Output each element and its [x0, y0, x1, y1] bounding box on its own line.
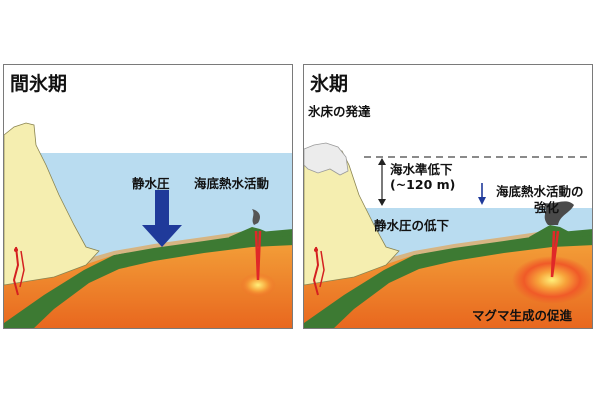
magma-generation-zone [512, 256, 592, 304]
hydrostatic-arrow-head [142, 225, 182, 247]
panel-title: 間氷期 [10, 73, 68, 95]
hydrothermal-enhancement-label: 海底熱水活動の [496, 184, 584, 199]
hydrostatic-pressure-label: 静水圧 [132, 176, 170, 191]
bracket-arrow-down [378, 199, 386, 206]
mid-ocean-ridge [529, 225, 592, 243]
bracket-arrow-up [378, 158, 386, 165]
interglacial-diagram [4, 122, 292, 328]
magma-dot [14, 248, 18, 252]
hydrothermal-activity-label: 海底熱水活動 [194, 176, 270, 191]
continent-cliff [4, 122, 100, 286]
sediment-layer [79, 230, 252, 265]
magma-dot [314, 248, 318, 252]
glacial-panel: 氷期 氷床の発達 海水準低下 (~120 m) 静水圧の低下 海底熱水活動の 強… [303, 64, 593, 329]
hydrothermal-enhancement-label-2: 強化 [534, 200, 560, 215]
hydrostatic-arrow-shaft [155, 190, 169, 226]
ice-sheet [304, 142, 349, 176]
magma-streak [312, 246, 320, 296]
sea-level-drop-amount: (~120 m) [390, 177, 456, 192]
magma-streak [19, 250, 25, 288]
hydrostatic-pressure-decrease-label: 静水圧の低下 [374, 218, 450, 233]
interglacial-panel: 間氷期 静水圧 海底熱水活動 [3, 64, 293, 329]
glacial-diagram [304, 142, 592, 328]
ice-sheet-label: 氷床の発達 [308, 104, 371, 119]
sediment-layer [379, 230, 552, 265]
sea-level-drop-label: 海水準低下 [390, 162, 453, 177]
magma-chamber [240, 273, 276, 297]
vent-smoke [544, 201, 574, 225]
magma-conduit [550, 230, 560, 278]
panel-title: 氷期 [310, 73, 349, 95]
magma-conduit [254, 230, 262, 281]
hydrostatic-arrow-head [478, 197, 486, 205]
magma-generation-label: マグマ生成の促進 [472, 308, 573, 323]
magma-streak [319, 250, 325, 288]
magma-streak [12, 246, 20, 296]
vent-smoke [252, 209, 260, 225]
